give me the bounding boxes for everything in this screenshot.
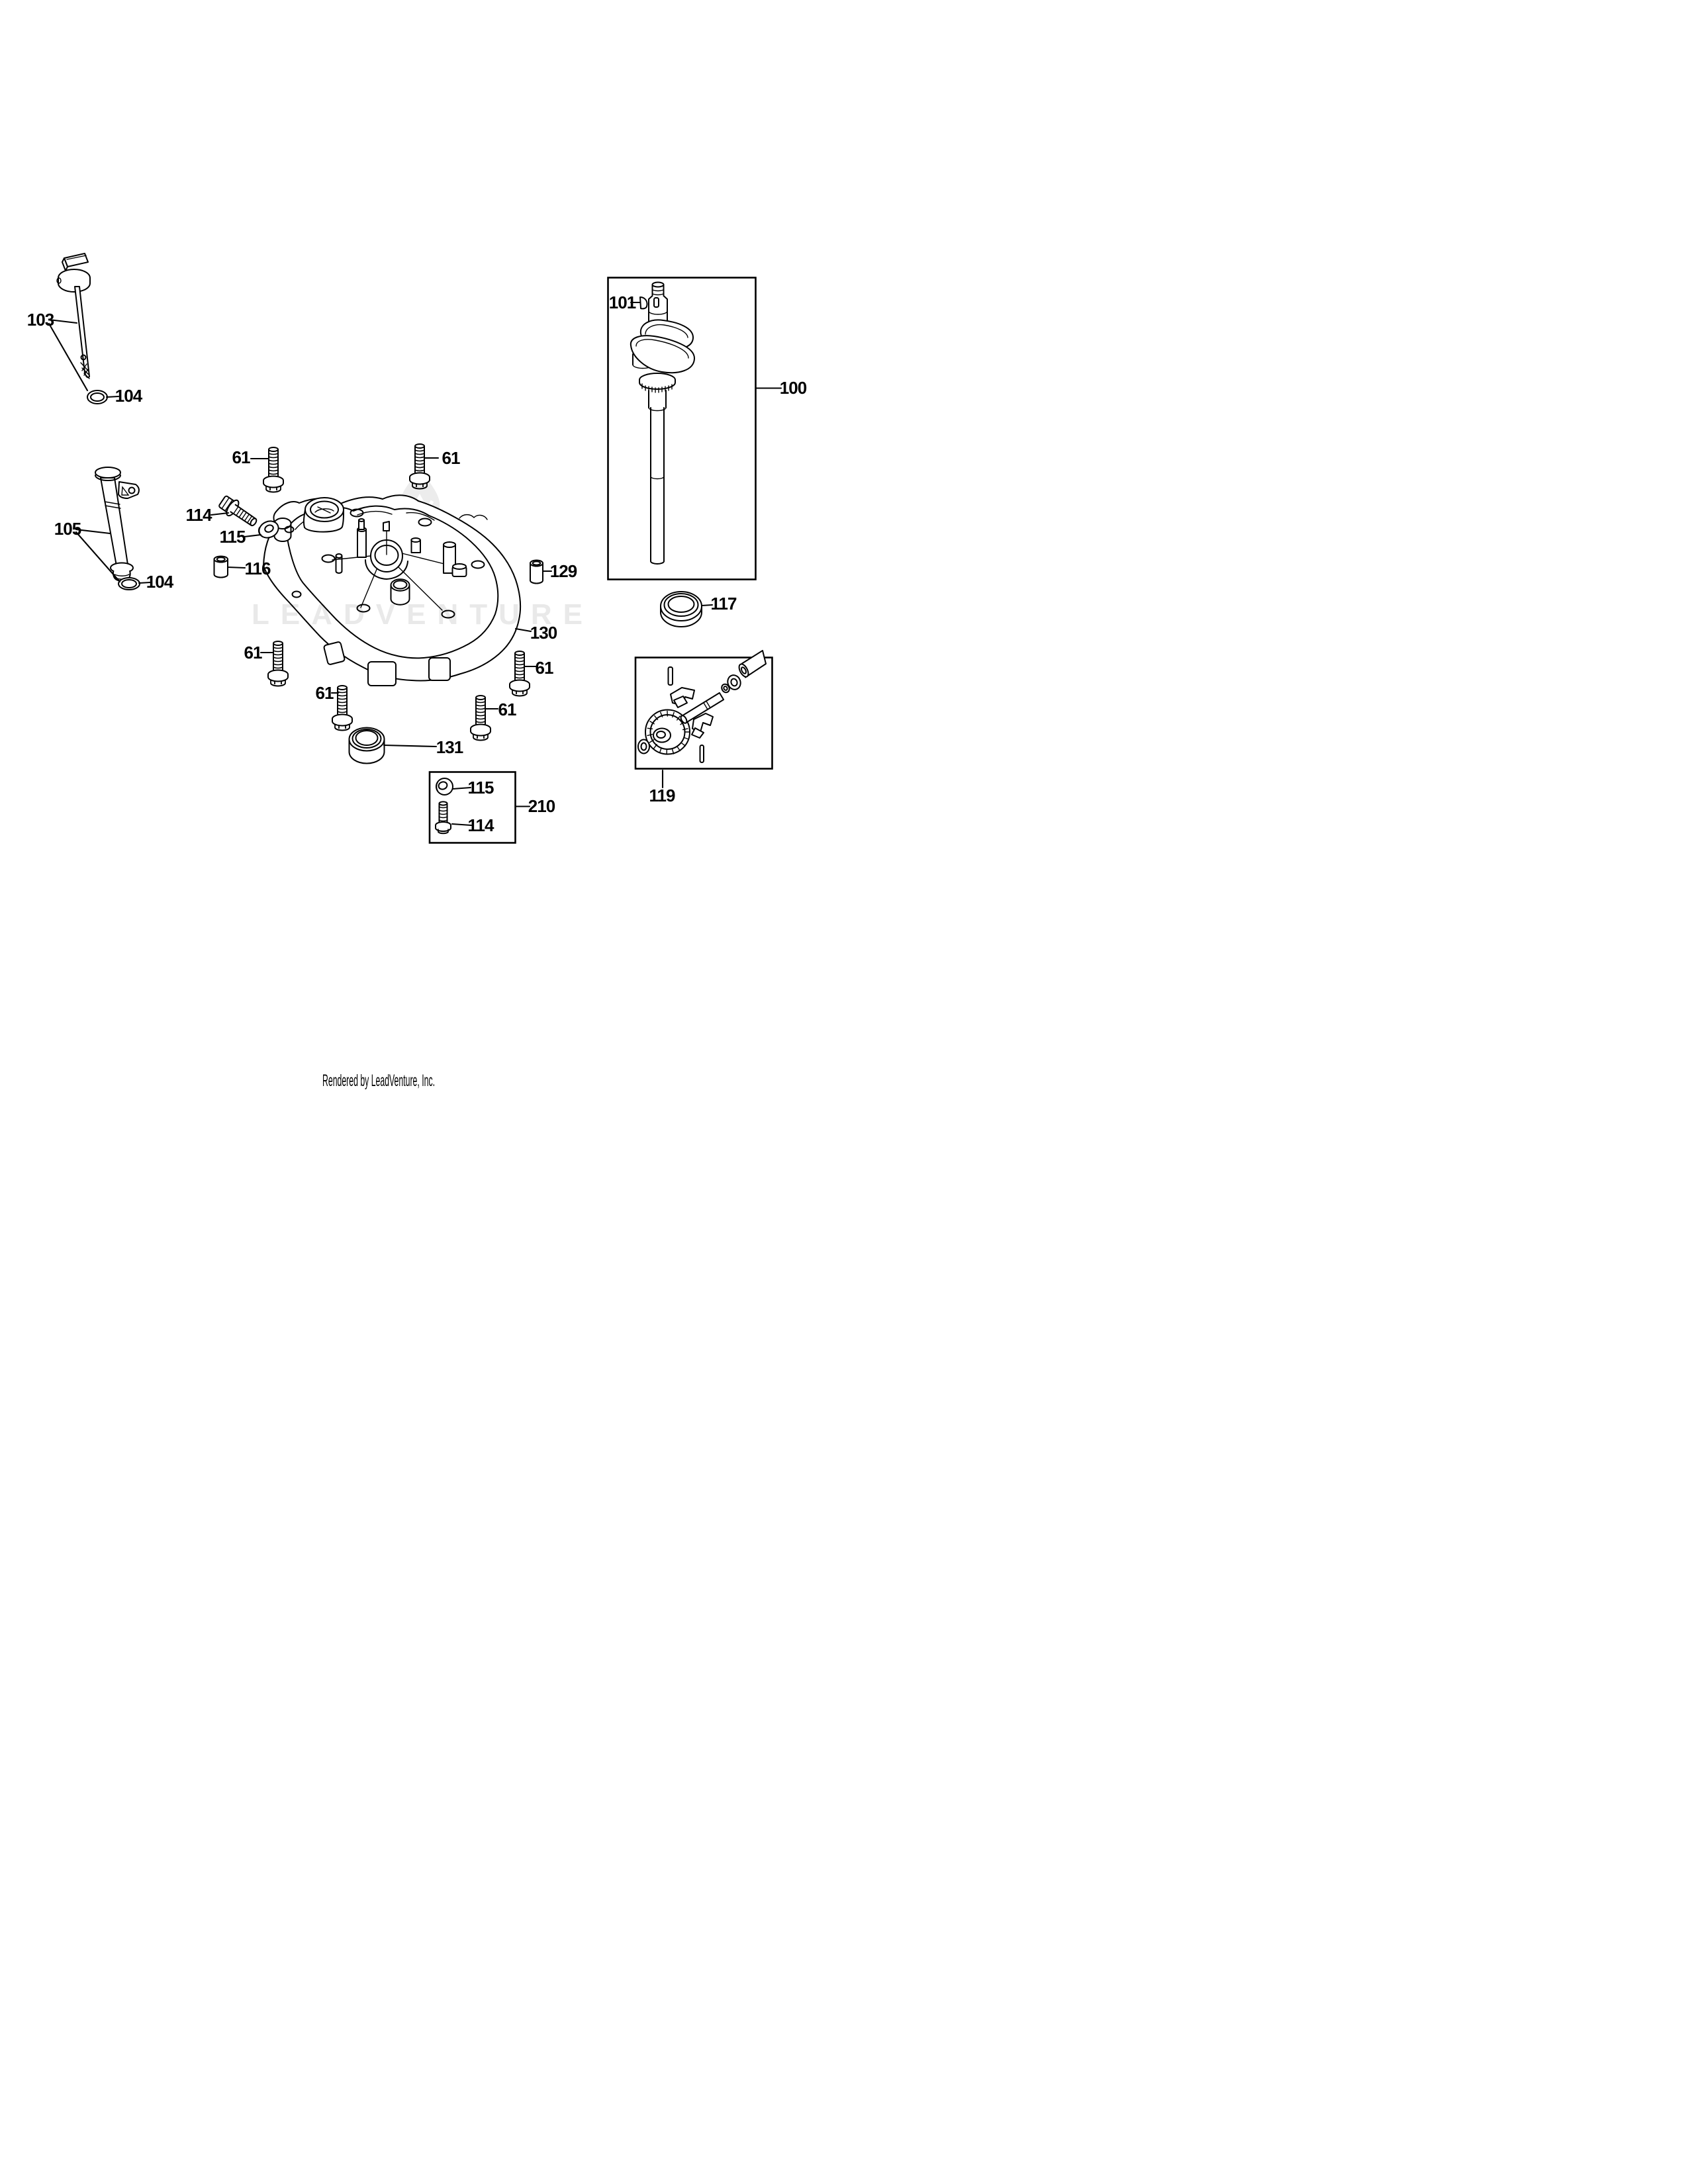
governor-fan-blades (647, 710, 690, 755)
callout-61-lower-left: 61 (244, 643, 262, 662)
flange-bolt-61-bottom-right (470, 695, 491, 741)
callout-210: 210 (528, 796, 555, 816)
cover-studs (357, 518, 467, 577)
callout-114-kit: 114 (468, 815, 494, 835)
callout-117: 117 (711, 594, 737, 614)
callout-104-upper: 104 (115, 386, 143, 406)
footer-credit: Rendered by LeadVenture, Inc. (322, 1071, 435, 1090)
callout-116: 116 (245, 559, 271, 578)
crankcase-cover-drawing (263, 494, 522, 686)
callout-119: 119 (649, 786, 675, 805)
callout-103: 103 (27, 310, 54, 330)
oil-tube-gasket-lower (118, 577, 140, 590)
flange-bolt-61-lower-left (267, 641, 289, 687)
parts-diagram-page: 103 104 105 104 61 61 114 115 116 129 13… (0, 0, 844, 1092)
dipstick-gasket-upper (87, 390, 108, 404)
oil-fill-tube-drawing (95, 467, 140, 582)
callout-61-bottom-right: 61 (498, 700, 516, 719)
callout-105: 105 (54, 519, 81, 539)
cover-rim-holes (284, 508, 485, 619)
leader-lines (48, 301, 782, 827)
callout-129: 129 (550, 561, 577, 581)
hardware-kit-box (428, 771, 516, 844)
flange-bolt-61-right (509, 651, 530, 697)
governor-assembly-box (634, 650, 773, 770)
callout-61-bottom-center: 61 (316, 683, 334, 703)
kit-washer-115 (436, 778, 453, 796)
kit-bolt-114 (435, 801, 451, 835)
callout-115: 115 (220, 527, 246, 547)
callout-131: 131 (436, 737, 463, 757)
engine-crankcase-parts-diagram: 103 104 105 104 61 61 114 115 116 129 13… (27, 253, 808, 1090)
callout-115-kit: 115 (468, 778, 494, 797)
callout-114: 114 (186, 505, 212, 525)
flange-bolt-61-upper-left (263, 447, 284, 493)
seal-117-drawing (660, 591, 702, 627)
woodruff-key-101 (639, 296, 648, 310)
crankshaft-assembly-box (607, 277, 757, 580)
callout-100: 100 (780, 378, 807, 398)
callout-61-top-center: 61 (442, 448, 460, 468)
governor-shaft (680, 692, 725, 724)
bolt-114-drawing (218, 495, 258, 527)
dowel-129-drawing (530, 559, 543, 584)
callout-61-upper-left: 61 (232, 447, 250, 467)
callout-104-lower: 104 (146, 572, 174, 592)
callout-labels: 103 104 105 104 61 61 114 115 116 129 13… (27, 293, 808, 835)
callout-130: 130 (530, 623, 557, 643)
callout-61-right: 61 (536, 658, 553, 678)
dipstick-drawing (56, 253, 91, 379)
leadventure-watermark: LEADVENTURE (252, 598, 594, 631)
washer-115-drawing (258, 520, 279, 539)
oil-seal-131-drawing (348, 727, 385, 764)
spacer-116-drawing (213, 555, 228, 578)
crankshaft-drawing (630, 281, 696, 565)
governor-bushing (738, 650, 767, 678)
callout-101: 101 (609, 293, 636, 312)
